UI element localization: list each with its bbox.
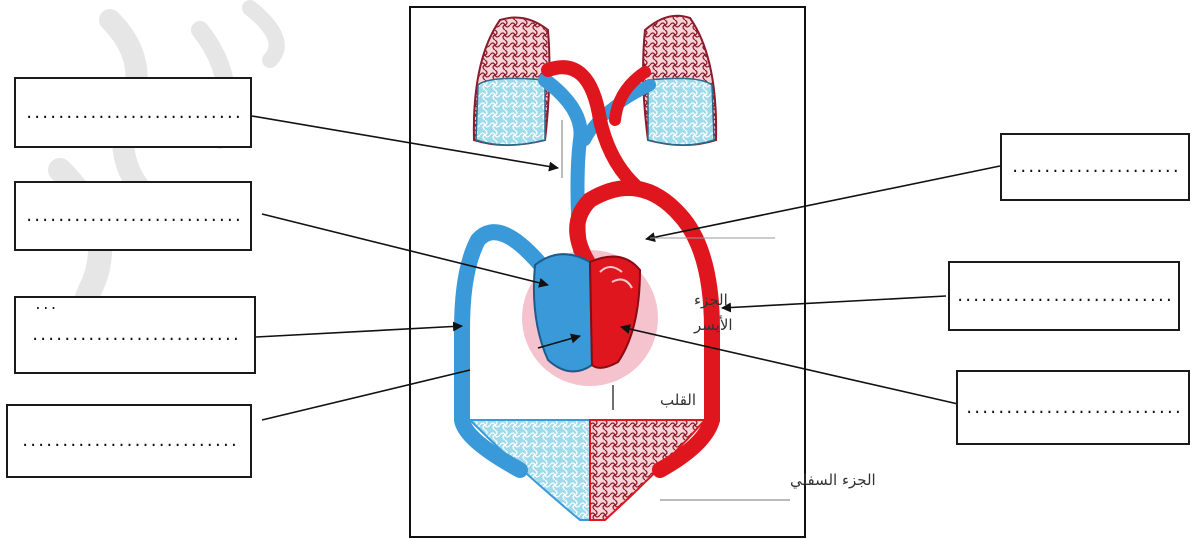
blank-extra-dots: ... xyxy=(34,298,57,313)
label-left-part-2: الأيسر xyxy=(693,315,733,334)
blank-dots: ........................... xyxy=(25,104,242,122)
label-heart: القلب xyxy=(660,391,696,409)
blank-box-left-3[interactable]: ... .......................... xyxy=(14,296,256,374)
label-left-part-1: الجزء xyxy=(694,291,728,309)
blank-box-left-2[interactable]: ........................... xyxy=(14,181,252,251)
blank-box-right-1[interactable]: ..................... xyxy=(1000,133,1190,201)
blank-dots: ........................... xyxy=(965,399,1182,417)
label-lower-part: الجزء السفلي xyxy=(790,471,876,490)
blank-box-right-2[interactable]: ........................... xyxy=(948,261,1180,331)
blank-dots: ........................... xyxy=(21,432,238,450)
blank-dots: .......................... xyxy=(31,326,240,344)
heart xyxy=(534,254,640,371)
blank-box-left-1[interactable]: ........................... xyxy=(14,77,252,148)
blank-box-right-3[interactable]: ........................... xyxy=(956,370,1190,445)
watermark xyxy=(60,8,277,340)
blank-dots: ........................... xyxy=(956,287,1173,305)
blank-box-left-4[interactable]: ........................... xyxy=(6,404,252,478)
blank-dots: ..................... xyxy=(1011,158,1180,176)
blank-dots: ........................... xyxy=(25,207,242,225)
